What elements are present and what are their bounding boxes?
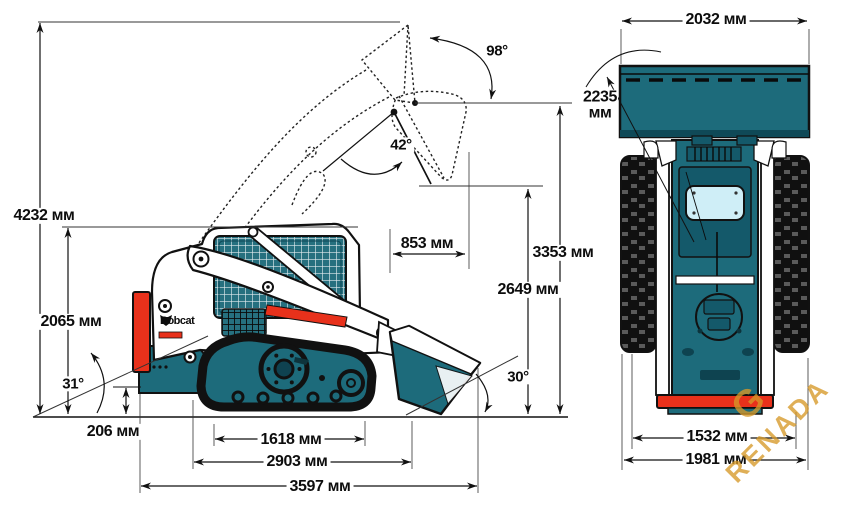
dim-overall-height-label: 4232 мм <box>10 207 78 225</box>
bobcat-logo: Bobcat <box>160 315 195 327</box>
dim-overall-width-label: 1981 мм <box>682 451 750 469</box>
clearance-circle-value: 2235 <box>583 88 617 106</box>
angle-departure-label: 31° <box>59 376 87 392</box>
dim-ground-clearance-label: 206 мм <box>83 423 143 441</box>
angle-rollback-label: 42° <box>387 137 415 153</box>
dim-cab-height-label: 2065 мм <box>37 313 105 331</box>
dim-clearance-circle-label: 2235 мм <box>582 88 618 123</box>
dim-bucket-width-label: 2032 мм <box>682 11 750 29</box>
side-view-drawing <box>132 23 482 416</box>
dim-dump-height-label: 2649 мм <box>494 281 562 299</box>
dim-reach-label: 853 мм <box>397 235 457 253</box>
clearance-circle-unit: мм <box>588 105 612 122</box>
top-view-drawing <box>618 64 811 415</box>
reference-lines <box>32 21 572 418</box>
dim-undercarriage-length-label: 2903 мм <box>263 453 331 471</box>
angle-bucket-label: 30° <box>504 369 532 385</box>
angle-dump-label: 98° <box>483 43 511 59</box>
dim-overall-length-label: 3597 мм <box>286 478 354 496</box>
dim-track-on-ground-label: 1618 мм <box>257 431 325 449</box>
dim-track-width-label: 1532 мм <box>683 428 751 446</box>
dim-pin-height-label: 3353 мм <box>529 244 597 262</box>
bobcat-head-icon <box>160 315 172 326</box>
